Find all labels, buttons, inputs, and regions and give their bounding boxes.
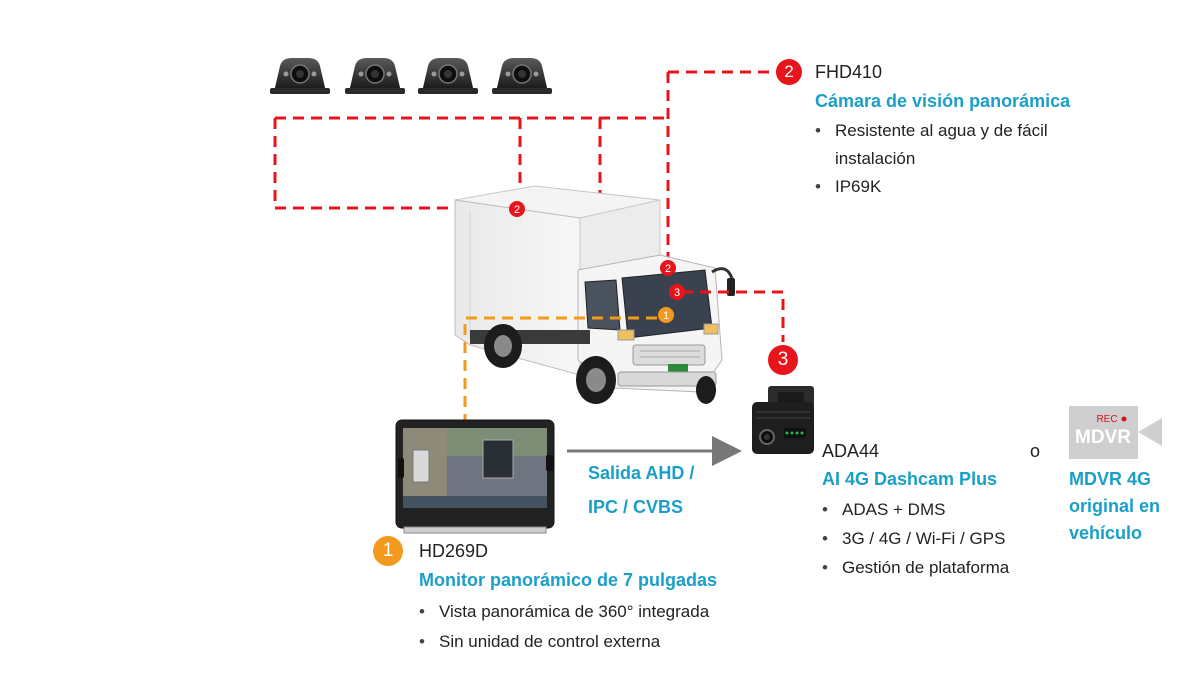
or-text: o <box>1030 441 1041 461</box>
truck-marker-1: 1 <box>658 307 674 323</box>
camera-icon <box>345 58 405 94</box>
output-label-line: IPC / CVBS <box>588 497 684 517</box>
fhd410-badge: 2 <box>776 59 802 85</box>
svg-text:MDVR: MDVR <box>1075 427 1131 448</box>
ada44-badge: 3 <box>768 345 798 375</box>
output-label: Salida AHD / IPC / CVBS <box>588 460 694 520</box>
list-item: Sin unidad de control externa <box>419 627 709 657</box>
svg-text:2: 2 <box>514 204 520 216</box>
svg-text:2: 2 <box>665 263 671 275</box>
list-item: Gestión de plataforma <box>822 553 1009 582</box>
truck-marker-2-rear: 2 <box>509 201 525 217</box>
truck-icon <box>454 185 735 404</box>
camera-wiring-dashed <box>273 70 778 262</box>
mdvr-caption-line: original en <box>1069 496 1161 516</box>
list-item: 3G / 4G / Wi-Fi / GPS <box>822 524 1009 553</box>
hd269d-features: Vista panorámica de 360° integrada Sin u… <box>419 597 709 657</box>
ada44-model: ADA44 <box>822 441 880 461</box>
mdvr-caption: MDVR 4G original en vehículo <box>1069 466 1160 547</box>
output-label-line: Salida AHD / <box>588 463 695 483</box>
mdvr-caption-line: MDVR 4G <box>1069 469 1152 489</box>
hd269d-heading: Monitor panorámico de 7 pulgadas <box>419 570 718 590</box>
svg-text:REC: REC <box>1096 414 1117 425</box>
monitor-wiring-dashed <box>463 316 660 425</box>
camera-icon <box>270 58 330 94</box>
list-item: IP69K <box>815 173 1048 201</box>
camera-icon <box>418 58 478 94</box>
monitor-icon <box>395 419 555 534</box>
ada44-features: ADAS + DMS 3G / 4G / Wi-Fi / GPS Gestión… <box>822 495 1009 582</box>
dashcam-icon <box>752 386 814 454</box>
fhd410-model: FHD410 <box>815 62 883 82</box>
mdvr-caption-line: vehículo <box>1069 523 1143 543</box>
fhd410-heading: Cámara de visión panorámica <box>815 91 1071 111</box>
ada44-heading: AI 4G Dashcam Plus <box>822 469 998 489</box>
svg-text:3: 3 <box>674 287 680 299</box>
truck-marker-3: 3 <box>669 284 685 300</box>
list-item: instalación <box>835 149 916 168</box>
camera-icon <box>492 58 552 94</box>
hd269d-model: HD269D <box>419 541 489 561</box>
list-item: Vista panorámica de 360° integrada <box>419 597 709 627</box>
mdvr-icon: REC MDVR <box>1069 406 1162 459</box>
svg-text:1: 1 <box>663 310 669 322</box>
dashcam-wiring-dashed <box>682 290 785 342</box>
hd269d-badge: 1 <box>373 536 403 566</box>
fhd410-features: Resistente al agua y de fácil instalació… <box>815 117 1048 201</box>
list-item: ADAS + DMS <box>822 495 1009 524</box>
truck-marker-2-front: 2 <box>660 260 676 276</box>
list-item: Resistente al agua y de fácil <box>815 117 1048 145</box>
